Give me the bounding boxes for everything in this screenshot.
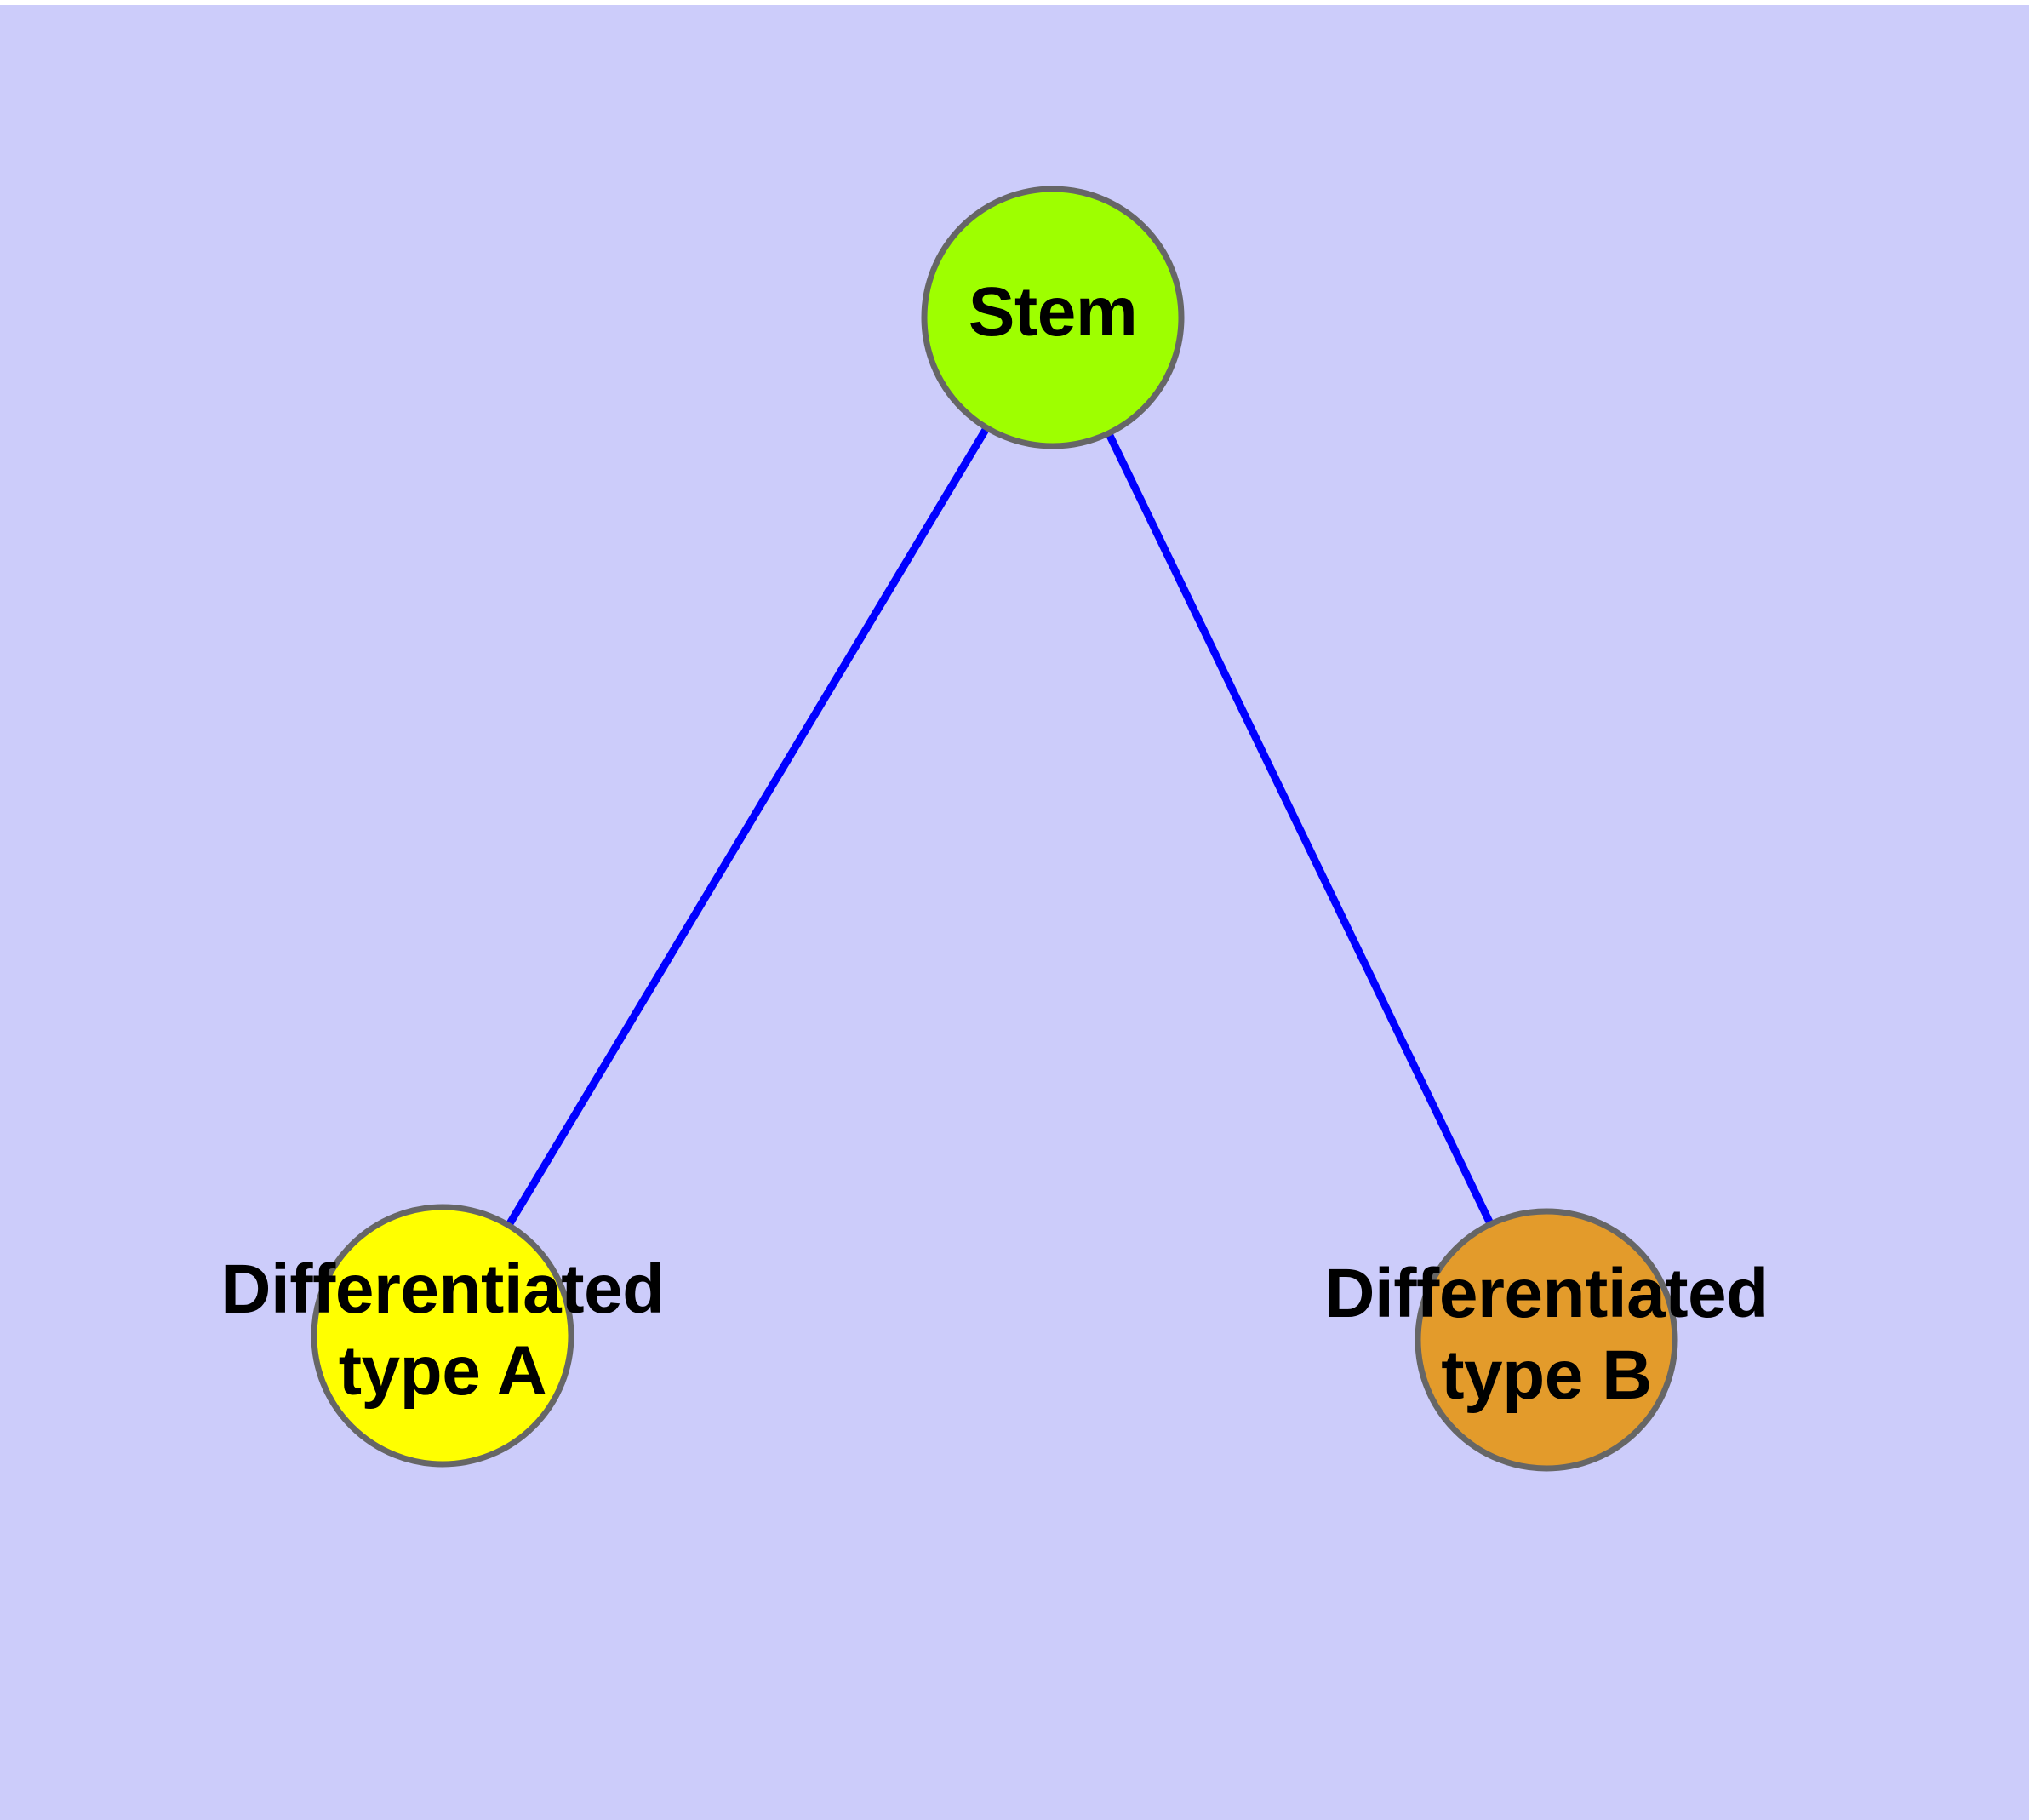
graph-node-diff_a[interactable] [311, 1204, 574, 1468]
graph-node-diff_b[interactable] [1415, 1208, 1678, 1472]
nodes-group [311, 186, 1678, 1472]
graph-edge [439, 315, 1056, 1338]
graph-node-stem[interactable] [921, 186, 1185, 449]
edges-group [439, 315, 1551, 1342]
graph-edge [1049, 316, 1551, 1342]
